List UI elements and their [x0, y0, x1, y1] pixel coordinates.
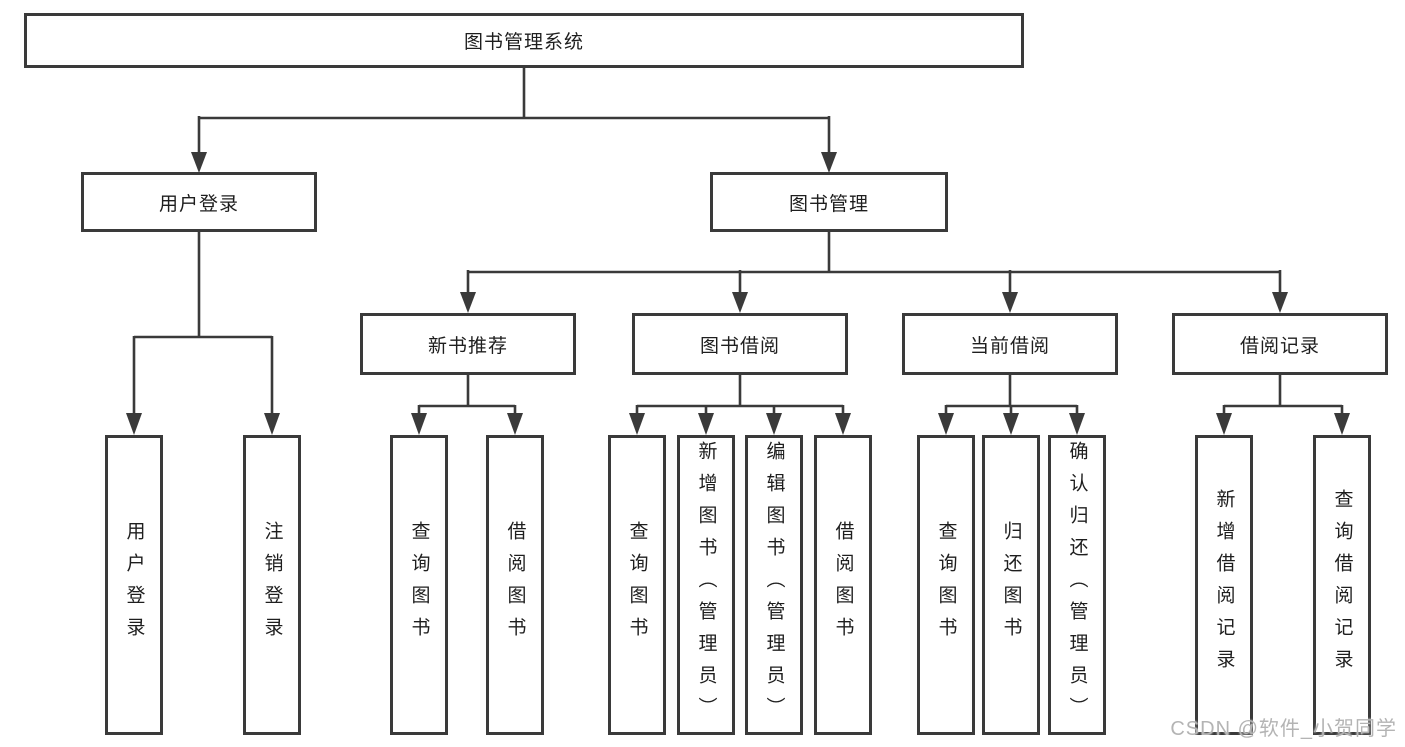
node-book-management: 图书管理 [710, 172, 948, 232]
node-label: 图书管理系统 [463, 32, 584, 53]
node-label: 确认归还（管理员） [1066, 441, 1088, 729]
node-user-login-leaf: 用户登录 [105, 435, 163, 735]
node-edit-book-admin: 编辑图书（管理员） [745, 435, 803, 735]
node-label: 借阅图书 [832, 521, 854, 649]
node-book-borrow: 图书借阅 [632, 313, 848, 375]
node-user-login: 用户登录 [81, 172, 317, 232]
node-label: 注销登录 [261, 521, 283, 649]
node-label: 当前借阅 [969, 335, 1050, 357]
node-library-management-system: 图书管理系统 [24, 13, 1024, 68]
csdn-watermark: CSDN @软件_小贺同学 [1170, 718, 1397, 740]
connector-user-login-branch [126, 231, 280, 435]
node-borrow-book-leaf: 借阅图书 [814, 435, 872, 735]
node-query-book-under-recommend: 查询图书 [390, 435, 448, 735]
connector-book-management-branch [460, 231, 1288, 313]
node-label: 用户登录 [123, 521, 145, 649]
node-borrow-record: 借阅记录 [1172, 313, 1388, 375]
node-label: 新增图书（管理员） [695, 441, 717, 729]
node-confirm-return-admin: 确认归还（管理员） [1048, 435, 1106, 735]
connector-new-book-branch [411, 375, 523, 435]
connector-current-borrow-branch [938, 375, 1085, 435]
node-label: 查询图书 [935, 521, 957, 649]
connector-root-to-level2 [191, 68, 837, 173]
node-label: 编辑图书（管理员） [763, 441, 785, 729]
node-label: 借阅记录 [1239, 335, 1320, 357]
node-label: 新书推荐 [427, 335, 508, 357]
node-label: 查询图书 [626, 521, 648, 649]
node-return-book: 归还图书 [982, 435, 1040, 735]
node-label: 图书管理 [788, 193, 869, 215]
node-new-book-recommend: 新书推荐 [360, 313, 576, 375]
node-label: 查询图书 [408, 521, 430, 649]
node-borrow-book-under-recommend: 借阅图书 [486, 435, 544, 735]
node-logout-leaf: 注销登录 [243, 435, 301, 735]
node-add-borrow-record: 新增借阅记录 [1195, 435, 1253, 735]
node-query-borrow-record: 查询借阅记录 [1313, 435, 1371, 735]
node-query-book-under-borrow: 查询图书 [608, 435, 666, 735]
connector-borrow-record-branch [1216, 375, 1350, 435]
node-add-book-admin: 新增图书（管理员） [677, 435, 735, 735]
node-label: 新增借阅记录 [1213, 489, 1235, 681]
node-label: 用户登录 [158, 193, 239, 215]
node-current-borrow: 当前借阅 [902, 313, 1118, 375]
node-label: 图书借阅 [699, 335, 780, 357]
node-label: 归还图书 [1000, 521, 1022, 649]
node-label: 借阅图书 [504, 521, 526, 649]
connector-book-borrow-branch [629, 375, 851, 435]
node-label: 查询借阅记录 [1331, 489, 1353, 681]
node-query-book-under-current: 查询图书 [917, 435, 975, 735]
